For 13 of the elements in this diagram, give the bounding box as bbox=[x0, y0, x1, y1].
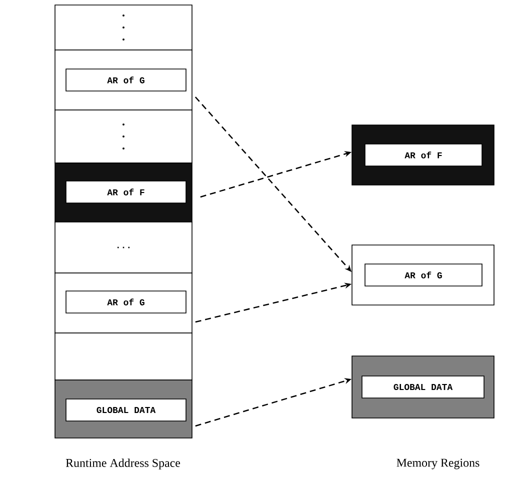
memory-cell: ... bbox=[54, 222, 192, 274]
record-box: GLOBAL DATA bbox=[66, 398, 186, 422]
memory-cell bbox=[54, 4, 192, 50]
memory-cell bbox=[54, 332, 192, 380]
memory-cell bbox=[54, 110, 192, 164]
record-box: AR of G bbox=[66, 68, 186, 92]
axis-caption: Runtime Address Space bbox=[66, 458, 180, 470]
record-box: AR of G bbox=[364, 264, 482, 286]
record-box: AR of F bbox=[364, 144, 482, 166]
axis-caption: Memory Regions bbox=[396, 458, 480, 470]
record-box: GLOBAL DATA bbox=[362, 376, 484, 398]
record-box: AR of F bbox=[66, 180, 186, 204]
record-box: AR of G bbox=[66, 290, 186, 314]
